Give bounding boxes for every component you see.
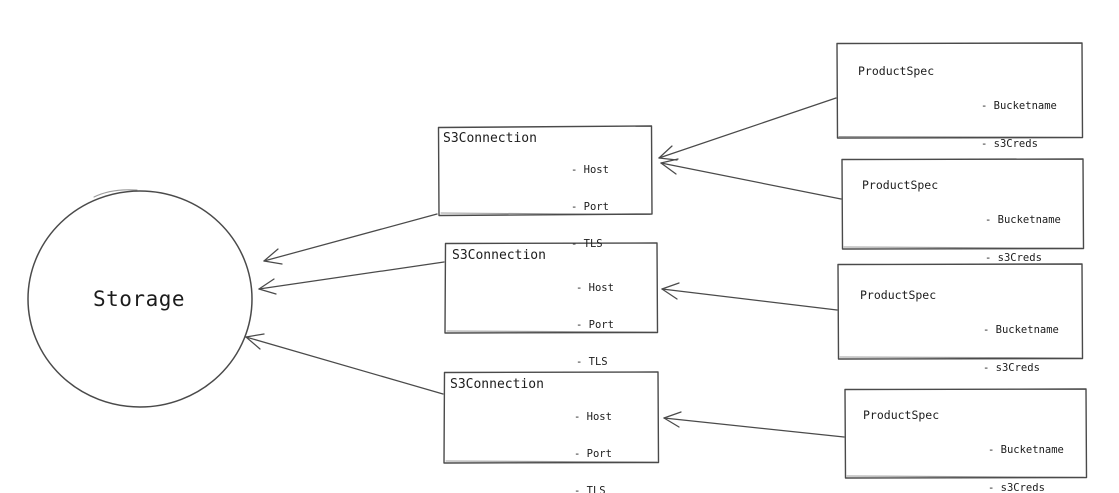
product-spec-2-shape[interactable]: [841, 158, 1085, 250]
arrow-line: [661, 288, 838, 311]
product-spec-2-title: ProductSpec: [862, 178, 939, 192]
attribute-label: - Port: [571, 201, 609, 213]
storage-node-shape[interactable]: [27, 189, 253, 408]
attribute-label: - Bucketname: [985, 214, 1061, 226]
product-spec-4-title: ProductSpec: [863, 408, 940, 422]
arrowhead-line: [263, 260, 283, 265]
box-sketch-line: [838, 135, 1081, 138]
attribute-label: - Port: [574, 448, 612, 460]
arrowhead-line: [661, 282, 680, 290]
product-spec-4-shape[interactable]: [844, 388, 1088, 479]
product-spec-3-attributes: - Bucketname - s3Creds: [983, 299, 1059, 399]
box-sketch-line: [446, 330, 657, 333]
storage-node-label: Storage: [93, 287, 186, 311]
box-sketch-line: [445, 460, 658, 463]
arrow-line: [263, 213, 438, 262]
arrowhead-line: [660, 158, 679, 164]
product-spec-4-attributes: - Bucketname - s3Creds: [988, 419, 1064, 493]
attribute-label: - s3Creds: [981, 138, 1038, 150]
attribute-label: - TLS: [576, 356, 608, 368]
box-outline: [841, 158, 1085, 250]
box-sketch-line: [839, 356, 1082, 359]
storage-circle-outline: [27, 190, 253, 408]
arrow-line: [663, 417, 845, 438]
product-spec-1-shape[interactable]: [836, 42, 1084, 139]
arrow-line: [245, 336, 444, 395]
edge-product-spec-2-to-s3-connection-1[interactable]: [660, 158, 842, 200]
product-spec-3-title: ProductSpec: [860, 288, 937, 302]
attribute-label: - Port: [576, 319, 614, 331]
storage-circle-sketch-mark: [93, 189, 138, 198]
box-outline: [443, 371, 660, 464]
attribute-label: - s3Creds: [985, 252, 1042, 264]
box-outline: [437, 125, 653, 217]
s3-connection-3-shape[interactable]: [443, 371, 660, 464]
edge-product-spec-4-to-s3-connection-3[interactable]: [663, 411, 845, 438]
s3-connection-2-shape[interactable]: [444, 242, 659, 334]
attribute-label: - s3Creds: [988, 482, 1045, 493]
s3-connection-1-shape[interactable]: [437, 125, 653, 217]
product-spec-3-shape[interactable]: [837, 263, 1084, 360]
edge-s3-connection-2-to-storage[interactable]: [258, 261, 445, 295]
s3-connection-2-title: S3Connection: [452, 248, 546, 263]
arrowhead-line: [663, 417, 680, 428]
s3-connection-1-title: S3Connection: [443, 131, 537, 146]
box-outline: [836, 42, 1084, 139]
s3-connection-3-title: S3Connection: [450, 377, 544, 392]
edge-product-spec-3-to-s3-connection-2[interactable]: [661, 282, 838, 311]
arrowhead-line: [245, 336, 261, 350]
arrow-line: [660, 162, 842, 200]
product-spec-2-attributes: - Bucketname - s3Creds: [985, 189, 1061, 289]
box-outline: [837, 263, 1084, 360]
arrowhead-line: [658, 145, 673, 159]
attribute-label: - s3Creds: [983, 362, 1040, 374]
attribute-label: - Bucketname: [988, 444, 1064, 456]
attribute-label: - TLS: [571, 238, 603, 250]
box-sketch-line: [843, 246, 1083, 249]
box-outline: [444, 242, 659, 334]
arrowhead-line: [660, 162, 677, 175]
box-outline: [844, 388, 1088, 479]
arrow-line: [258, 261, 445, 290]
arrowhead-line: [258, 288, 277, 295]
arrowhead-line: [258, 278, 275, 290]
product-spec-1-attributes: - Bucketname - s3Creds: [981, 75, 1057, 175]
box-sketch-line: [846, 475, 1085, 478]
edge-s3-connection-3-to-storage[interactable]: [245, 333, 444, 395]
s3-connection-2-attributes: - Host - Port - TLS: [576, 258, 614, 393]
attribute-label: - Host: [576, 282, 614, 294]
product-spec-1-title: ProductSpec: [858, 64, 935, 78]
attribute-label: - Bucketname: [981, 100, 1057, 112]
arrowhead-line: [263, 248, 279, 262]
s3-connection-3-attributes: - Host - Port - TLS: [574, 387, 612, 493]
attribute-label: - Bucketname: [983, 324, 1059, 336]
edge-s3-connection-1-to-storage[interactable]: [263, 213, 438, 265]
edge-product-spec-1-to-s3-connection-1[interactable]: [658, 97, 837, 161]
box-sketch-line: [440, 212, 651, 216]
arrowhead-line: [663, 411, 682, 419]
s3-connection-1-attributes: - Host - Port - TLS: [571, 140, 609, 275]
arrowhead-line: [245, 333, 265, 338]
arrow-line: [658, 97, 837, 159]
attribute-label: - Host: [574, 411, 612, 423]
attribute-label: - Host: [571, 164, 609, 176]
attribute-label: - TLS: [574, 485, 606, 493]
arrowhead-line: [661, 288, 678, 300]
